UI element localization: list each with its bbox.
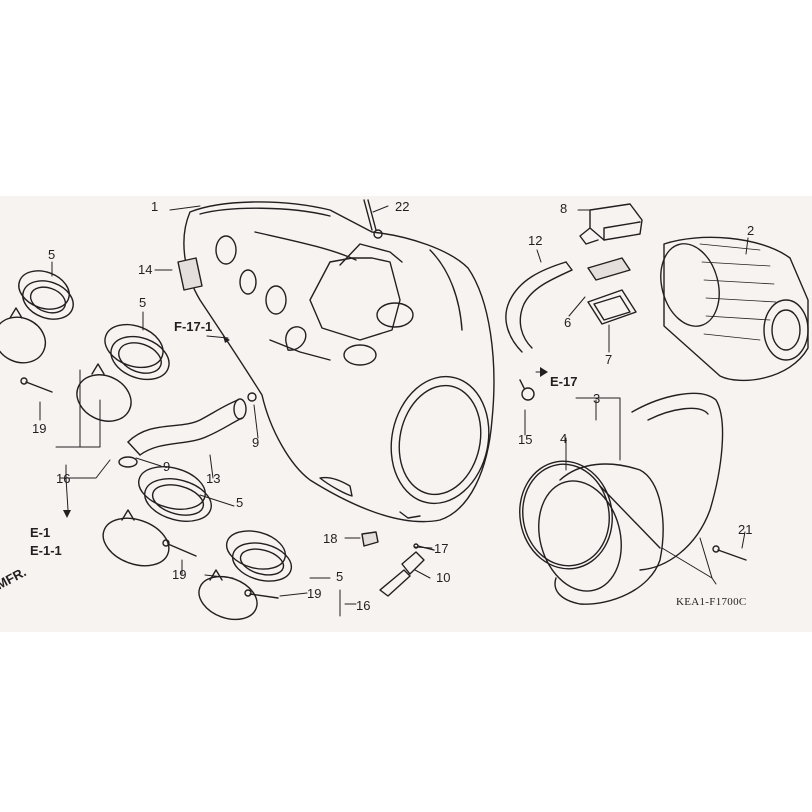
- callout-16-b: 16: [356, 598, 371, 613]
- grommet-18: [361, 531, 379, 547]
- callout-15: 15: [518, 432, 533, 447]
- reference-e-1-1: E-1-1: [30, 543, 62, 558]
- callout-2: 2: [747, 223, 755, 238]
- callout-17: 17: [434, 541, 449, 556]
- bolt-22: [363, 199, 383, 239]
- filter-element-2: [660, 236, 809, 382]
- callout-5-c: 5: [236, 495, 244, 510]
- air-cleaner-housing: [183, 201, 495, 523]
- callout-5-a: 5: [48, 247, 56, 262]
- bolt-15: [519, 379, 535, 401]
- tube-12: [505, 261, 573, 353]
- callout-4: 4: [560, 431, 568, 446]
- callout-19-b: 19: [172, 567, 187, 582]
- arrow-icons: [63, 336, 548, 518]
- screw-21: [712, 545, 747, 561]
- clip-17: [413, 543, 435, 551]
- drawing-code: KEA1-F1700C: [676, 596, 747, 608]
- callout-12: 12: [528, 233, 543, 248]
- callout-19-c: 19: [307, 586, 322, 601]
- drain-tube-13: [127, 392, 257, 456]
- callout-9-b: 9: [163, 459, 171, 474]
- reference-e-17: E-17: [550, 374, 578, 389]
- cap-10: [379, 551, 425, 597]
- callout-1: 1: [151, 199, 159, 214]
- callout-21: 21: [738, 522, 753, 537]
- callout-10: 10: [436, 570, 451, 585]
- cover-6: [587, 257, 631, 281]
- cover-7: [587, 289, 637, 325]
- callout-16-a: 16: [56, 471, 71, 486]
- callout-8: 8: [560, 201, 568, 216]
- pad-14: [177, 257, 203, 291]
- intake-duct-3: [538, 392, 724, 605]
- callout-18: 18: [323, 531, 338, 546]
- clip-9: [118, 456, 138, 468]
- callout-7: 7: [605, 352, 613, 367]
- intake-rings: [18, 270, 293, 582]
- seal-ring-4: [519, 460, 613, 570]
- reference-e-1: E-1: [30, 525, 51, 540]
- callout-5-b: 5: [139, 295, 147, 310]
- callout-3: 3: [593, 391, 601, 406]
- callout-6: 6: [564, 315, 572, 330]
- parts-diagram-sheet: 1 2 3 4 5 5 5 5 6 7 8 9 9 10 12 13 14 15…: [0, 196, 812, 632]
- callout-5-d: 5: [336, 569, 344, 584]
- callout-22: 22: [395, 199, 410, 214]
- callout-19-a: 19: [32, 421, 47, 436]
- reference-f-17-1: F-17-1: [174, 319, 213, 334]
- callout-9-a: 9: [252, 435, 260, 450]
- callout-14: 14: [138, 262, 153, 277]
- callout-13: 13: [206, 471, 221, 486]
- separator-8: [579, 203, 643, 245]
- exploded-view-drawing: [0, 199, 809, 621]
- screws-19: [20, 377, 279, 599]
- band-clamps: [0, 307, 258, 621]
